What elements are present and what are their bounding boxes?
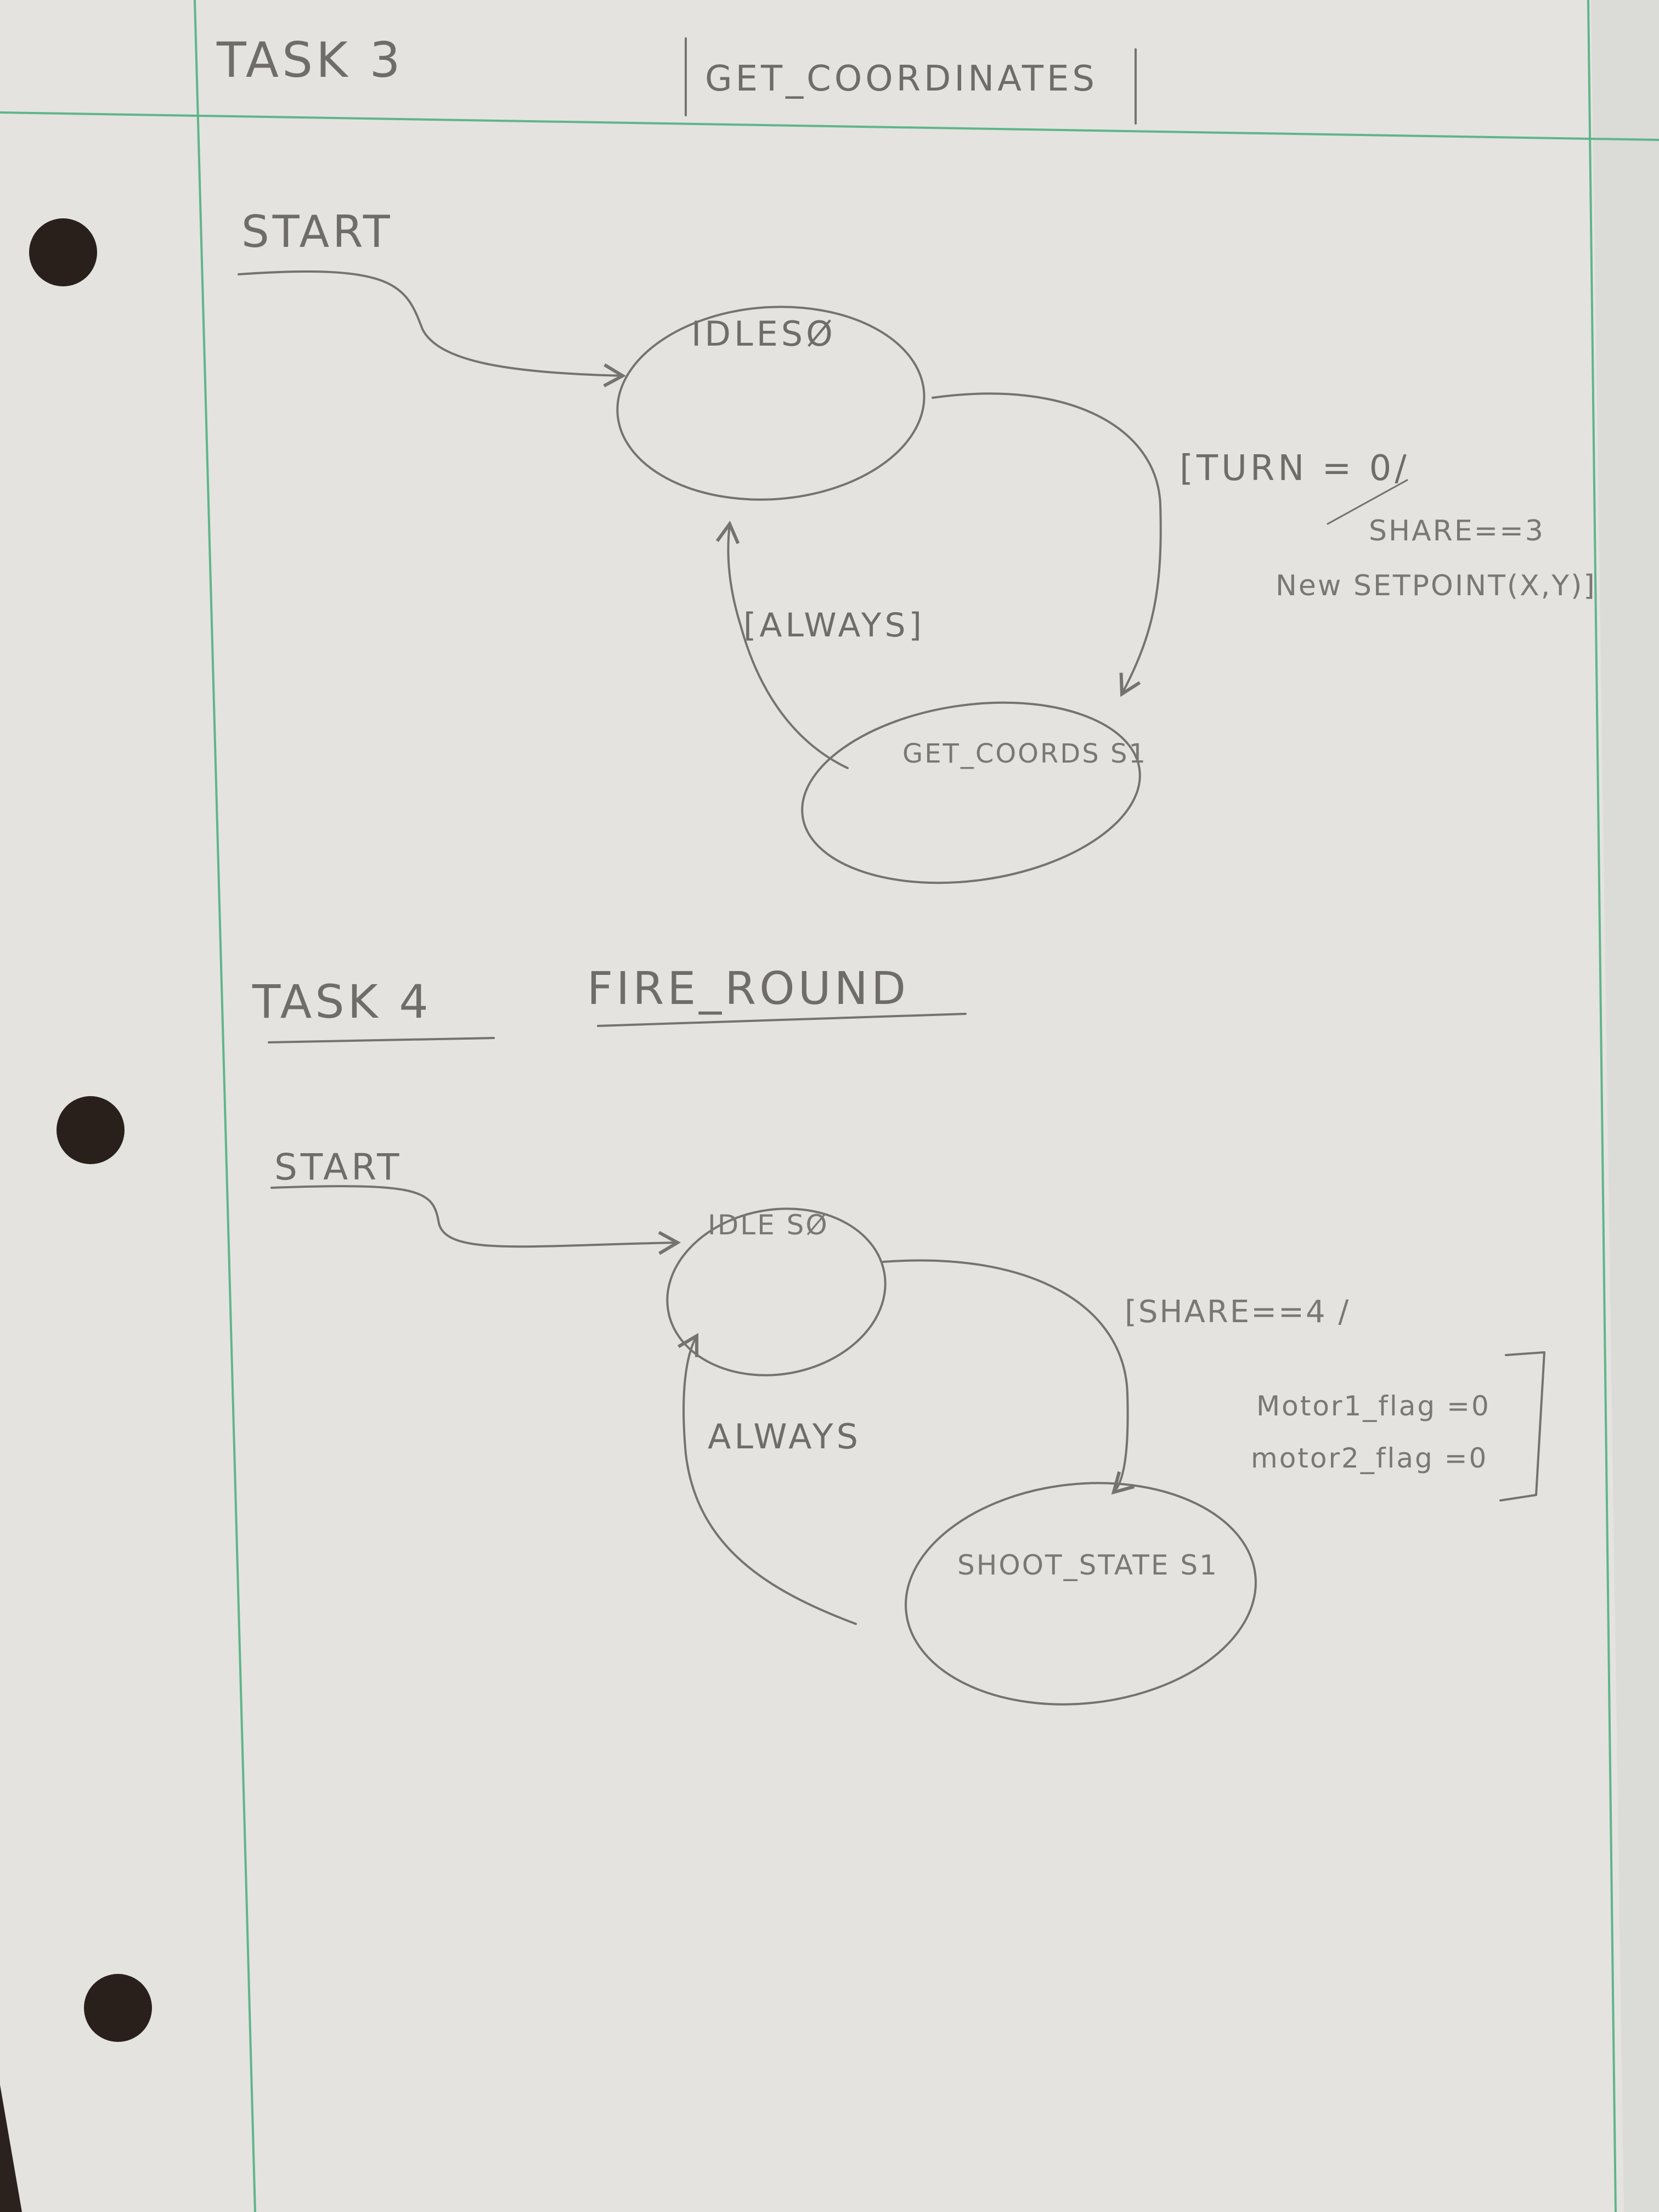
task4-start-label: START (274, 1146, 403, 1188)
task3-state0-circle (616, 306, 926, 501)
task3-label: TASK 3 (216, 32, 404, 88)
task4-state1-circle (905, 1482, 1257, 1706)
task4-back-label: ALWAYS (708, 1417, 861, 1457)
task3-name: GET_COORDINATES (705, 59, 1098, 99)
task3-state0-label: IDLESØ (691, 314, 836, 354)
task4-state0-circle (666, 1207, 887, 1376)
task4-label: TASK 4 (252, 975, 432, 1029)
task3-back-label: [ALWAYS] (743, 606, 925, 645)
right-margin-line (1587, 0, 1617, 2212)
left-margin-line (194, 0, 256, 2212)
task4-name: FIRE_ROUND (587, 963, 909, 1015)
task4-forward-line2: Motor1_flag =0 (1256, 1390, 1491, 1422)
paper-shadow (1591, 0, 1659, 2212)
task4-forward-line1: [SHARE==4 / (1125, 1294, 1350, 1330)
punch-hole-bottom (84, 1974, 152, 2042)
punch-hole-top (29, 218, 97, 286)
task4-diagram: START IDLE SØ [SHARE==4 / Motor1_flag =0… (270, 1146, 1545, 1706)
task4-forward-bracket (1499, 1351, 1545, 1502)
task4-back-transition (678, 1333, 857, 1625)
task3-forward-line2: SHARE==3 (1369, 515, 1545, 548)
task3-start-label: START (241, 206, 393, 257)
task3-forward-slash (1327, 479, 1408, 525)
task3-state1-circle (801, 701, 1141, 884)
task4-state0-label: IDLE SØ (708, 1209, 829, 1241)
task4-start-arrow (270, 1185, 681, 1255)
task3-forward-transition (932, 392, 1162, 697)
task3-state1-label: GET_COORDS S1 (902, 738, 1147, 769)
task3-back-transition (715, 520, 849, 769)
task4-state1-label: SHOOT_STATE S1 (957, 1549, 1218, 1581)
task4-label-underline (268, 1037, 495, 1043)
punch-hole-middle (57, 1096, 125, 1164)
task4-forward-line3: motor2_flag =0 (1251, 1442, 1488, 1474)
task3-forward-line3: New SETPOINT(X,Y)] (1276, 569, 1596, 602)
task3-forward-line1: [TURN = 0/ (1180, 448, 1410, 489)
task4-name-underline (597, 1013, 967, 1027)
task3-start-arrow (238, 270, 627, 388)
task4-forward-transition (882, 1259, 1135, 1495)
header-rule (0, 111, 1659, 141)
task3-diagram: START IDLESØ [TURN = 0/ SHARE==3 New SET… (238, 206, 1596, 884)
